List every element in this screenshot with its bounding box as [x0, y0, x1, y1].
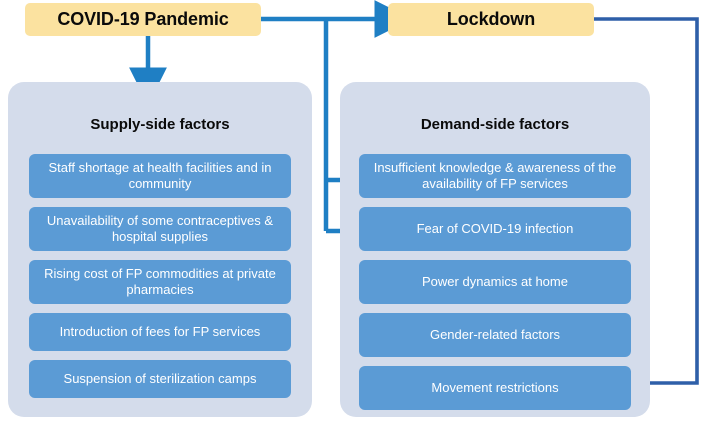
panel-demand-side-factors: Demand-side factors Insufficient knowled… — [340, 82, 650, 417]
panel-title-demand-side: Demand-side factors — [420, 116, 570, 133]
panel-title-supply-side: Supply-side factors — [90, 116, 230, 133]
driver-label-lockdown: Lockdown — [446, 9, 536, 29]
factor-item-movement-restrictions[interactable]: Movement restrictions — [359, 366, 631, 410]
factor-item-rising-cost-fp-commodities[interactable]: Rising cost of FP commodities at private… — [29, 260, 291, 304]
factor-list-demand-side: Insufficient knowledge & awareness of th… — [340, 154, 650, 410]
driver-label-pandemic: COVID-19 Pandemic — [57, 9, 229, 29]
factor-item-power-dynamics-at-home[interactable]: Power dynamics at home — [359, 260, 631, 304]
factor-item-insufficient-knowledge[interactable]: Insufficient knowledge & awareness of th… — [359, 154, 631, 198]
factor-item-introduction-of-fees[interactable]: Introduction of fees for FP services — [29, 313, 291, 351]
factor-list-supply-side: Staff shortage at health facilities and … — [8, 154, 312, 398]
factor-item-suspension-sterilization-camps[interactable]: Suspension of sterilization camps — [29, 360, 291, 398]
factor-item-staff-shortage[interactable]: Staff shortage at health facilities and … — [29, 154, 291, 198]
driver-box-covid-19-pandemic[interactable]: COVID-19 Pandemic — [25, 3, 261, 36]
driver-box-lockdown[interactable]: Lockdown — [388, 3, 594, 36]
panel-supply-side-factors: Supply-side factors Staff shortage at he… — [8, 82, 312, 417]
factor-item-fear-of-covid-19-infection[interactable]: Fear of COVID-19 infection — [359, 207, 631, 251]
factor-item-unavailability-contraceptives[interactable]: Unavailability of some contraceptives & … — [29, 207, 291, 251]
factor-item-gender-related-factors[interactable]: Gender-related factors — [359, 313, 631, 357]
